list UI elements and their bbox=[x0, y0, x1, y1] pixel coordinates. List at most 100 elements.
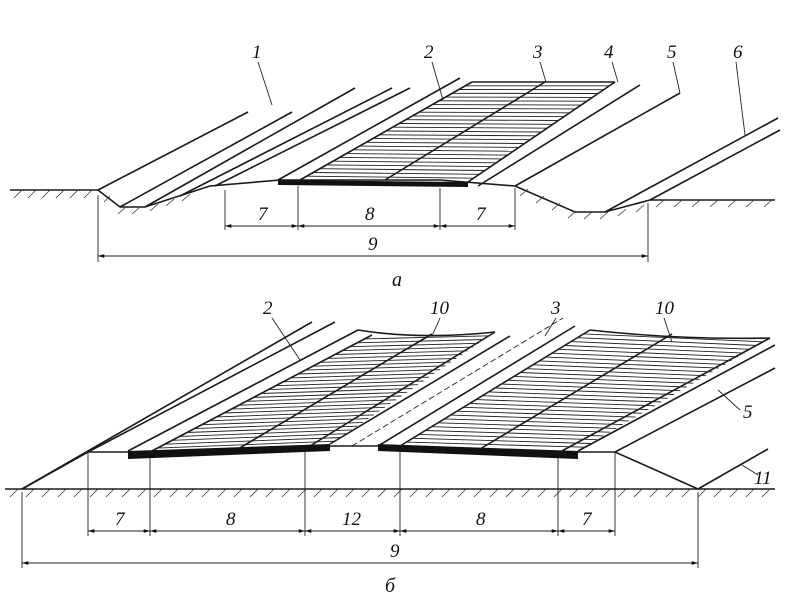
ground-hatch-stroke bbox=[41, 488, 51, 498]
ground-hatch-stroke bbox=[617, 488, 627, 498]
label-b-10-right: 10 bbox=[655, 298, 675, 319]
hatch-stroke bbox=[412, 437, 591, 444]
ground-hatch-stroke bbox=[185, 488, 195, 498]
hatch-stroke bbox=[463, 406, 643, 414]
label-b-2: 2 bbox=[263, 298, 273, 319]
centerline-b-right bbox=[479, 333, 673, 450]
ground-left-a bbox=[10, 189, 98, 199]
hatch-stroke bbox=[539, 360, 719, 369]
ground-hatch-b bbox=[9, 488, 771, 498]
ground-hatch-stroke bbox=[249, 488, 259, 498]
hatch-stroke bbox=[507, 379, 687, 388]
hatch-stroke bbox=[431, 426, 611, 433]
hatch-stroke bbox=[513, 375, 694, 384]
ground-hatch-stroke bbox=[105, 488, 115, 498]
dim-a-center: 8 bbox=[365, 204, 375, 225]
ground-hatch-stroke bbox=[201, 488, 211, 498]
label-a-1: 1 bbox=[252, 42, 262, 63]
label-b-5: 5 bbox=[743, 402, 753, 423]
label-a-3: 3 bbox=[532, 42, 543, 63]
label-b-3: 3 bbox=[550, 298, 561, 319]
ground-hatch-stroke bbox=[57, 488, 67, 498]
ground-hatch-a bbox=[103, 188, 773, 220]
hatch-stroke bbox=[475, 399, 655, 407]
ground-hatch-stroke bbox=[153, 488, 163, 498]
pavement-hatch-b-right bbox=[406, 333, 764, 448]
ground-hatch-stroke bbox=[217, 488, 227, 498]
ground-hatch-stroke bbox=[585, 488, 595, 498]
hatch-stroke bbox=[444, 418, 623, 426]
diagram-b: 7 8 12 8 7 9 2 10 3 10 5 11 б bbox=[5, 298, 776, 597]
centerline-a bbox=[384, 81, 546, 181]
diagram-a: 7 8 7 9 1 2 3 4 5 6 а bbox=[10, 42, 781, 291]
ground-hatch-stroke bbox=[537, 488, 547, 498]
label-a-4: 4 bbox=[604, 42, 614, 63]
ground-hatch-stroke bbox=[281, 488, 291, 498]
pavement-b-left bbox=[128, 444, 330, 459]
ground-hatch-stroke bbox=[137, 488, 147, 498]
hatch-stroke bbox=[437, 422, 617, 429]
ground-hatch-stroke bbox=[425, 488, 435, 498]
caption-b: б bbox=[385, 575, 396, 597]
ground-hatch-stroke bbox=[697, 488, 707, 498]
ground-hatch-stroke bbox=[265, 488, 275, 498]
hatch-stroke bbox=[577, 337, 758, 346]
leaders-b bbox=[271, 317, 759, 476]
hatch-stroke bbox=[532, 364, 713, 373]
dividing-line-b bbox=[351, 317, 564, 447]
ground-hatch-stroke bbox=[601, 488, 611, 498]
ground-hatch-stroke bbox=[473, 488, 483, 498]
hatch-stroke bbox=[456, 410, 636, 418]
dim-b-median: 12 bbox=[342, 509, 362, 530]
label-a-6: 6 bbox=[733, 42, 743, 63]
hatch-stroke bbox=[450, 414, 630, 422]
hatch-stroke bbox=[551, 352, 732, 362]
ground-hatch-stroke bbox=[505, 488, 515, 498]
caption-a: а bbox=[392, 269, 402, 291]
hatch-stroke bbox=[583, 333, 764, 343]
ground-hatch-stroke bbox=[633, 488, 643, 498]
ground-hatch-stroke bbox=[121, 488, 131, 498]
ground-hatch-stroke bbox=[9, 488, 19, 498]
ground-hatch-stroke bbox=[329, 488, 339, 498]
ground-hatch-stroke bbox=[761, 488, 771, 498]
label-a-5: 5 bbox=[667, 42, 677, 63]
hatch-stroke bbox=[406, 441, 585, 448]
perspective-lines-a bbox=[97, 77, 781, 213]
ground-hatch-stroke bbox=[169, 488, 179, 498]
ground-hatch-stroke bbox=[713, 488, 723, 498]
dimension-lines-a bbox=[97, 186, 649, 262]
ground-hatch-stroke bbox=[361, 488, 371, 498]
hatch-stroke bbox=[482, 395, 662, 403]
dim-b-lane1: 8 bbox=[226, 509, 236, 530]
hatch-stroke bbox=[488, 391, 668, 399]
hatch-stroke bbox=[570, 341, 751, 350]
dim-b-total: 9 bbox=[390, 541, 400, 562]
dim-a-left: 7 bbox=[258, 204, 269, 225]
pavement-b-right bbox=[378, 444, 578, 459]
hatch-stroke bbox=[520, 372, 700, 380]
ground-hatch-stroke bbox=[489, 488, 499, 498]
ground-hatch-stroke bbox=[313, 488, 323, 498]
embankment-profile-a bbox=[97, 179, 775, 213]
ground-hatch-stroke bbox=[393, 488, 403, 498]
hatch-stroke bbox=[418, 433, 598, 441]
ground-hatch-stroke bbox=[729, 488, 739, 498]
ground-hatch-stroke bbox=[345, 488, 355, 498]
label-b-11: 11 bbox=[754, 468, 772, 489]
ground-hatch-stroke bbox=[409, 488, 419, 498]
embankment-profile-b bbox=[21, 445, 699, 490]
ground-hatch-stroke bbox=[377, 488, 387, 498]
hatch-stroke bbox=[545, 356, 726, 365]
ground-hatch-stroke bbox=[441, 488, 451, 498]
hatch-stroke bbox=[526, 368, 707, 377]
label-a-2: 2 bbox=[424, 42, 434, 63]
ground-hatch-stroke bbox=[745, 488, 755, 498]
ground-hatch-stroke bbox=[73, 488, 83, 498]
hatch-stroke bbox=[469, 403, 649, 411]
dim-a-right: 7 bbox=[476, 204, 487, 225]
dim-b-right: 7 bbox=[582, 509, 593, 530]
dim-b-left: 7 bbox=[115, 509, 126, 530]
dim-b-lane2: 8 bbox=[476, 509, 486, 530]
